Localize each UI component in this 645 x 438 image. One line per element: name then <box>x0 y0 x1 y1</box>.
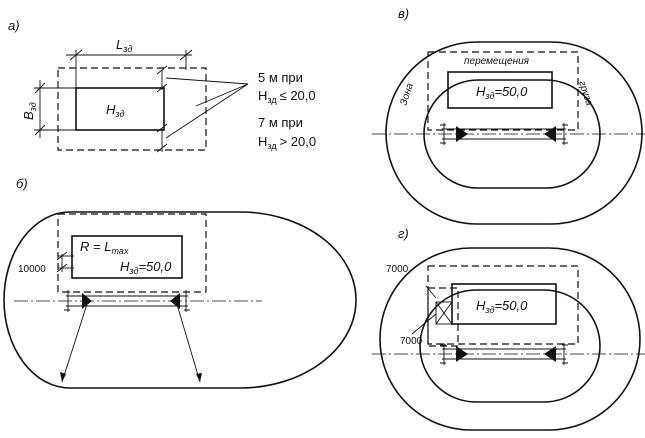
small-zone-rect <box>427 287 459 347</box>
side-dim-label: 7000 <box>400 336 423 347</box>
zone-word-1: Зона <box>398 81 416 106</box>
building-rect <box>447 71 553 109</box>
building-height-label: Hзд=50,0 <box>476 298 528 315</box>
radius-label: R = Lmax <box>80 239 129 256</box>
building-label: Hзд <box>106 102 124 119</box>
danger-zone-rect <box>57 213 207 293</box>
note-line-1: 5 м при <box>258 70 303 85</box>
note-line-3: 7 м при <box>258 115 303 130</box>
length-dim-label: Lзд <box>116 37 132 54</box>
crane-right-icon <box>544 126 556 142</box>
top-dim-label: 7000 <box>386 264 409 275</box>
crane-left-icon <box>82 293 92 309</box>
panel-b-label: б) <box>16 176 28 191</box>
outer-zone-outline <box>379 247 641 431</box>
panel-g: г) Hзд=50,0 7000 7000 <box>372 226 645 431</box>
danger-zone-rect <box>427 51 579 131</box>
panel-g-label: г) <box>398 226 409 241</box>
crane-zone-outline <box>3 211 357 389</box>
width-dim-label: Bзд <box>21 102 38 120</box>
note-line-4: Hзд> 20,0 <box>258 134 316 151</box>
panel-a-label: а) <box>8 18 20 33</box>
building-height-label: Hзд=50,0 <box>476 84 528 101</box>
building-height-label: Hзд=50,0 <box>120 259 172 276</box>
panel-b: б) R = Lmax Hзд=50,0 10000 <box>3 176 357 389</box>
outer-zone-outline <box>385 41 643 225</box>
zone-word-2: перемещения <box>464 56 530 67</box>
inner-zone-outline <box>419 289 601 403</box>
crane-left-icon <box>456 346 468 362</box>
note-line-2: Hзд≤ 20,0 <box>258 88 316 105</box>
panel-v-label: в) <box>398 6 409 21</box>
zone-word-3: груза <box>576 80 594 108</box>
offset-dim-label: 10000 <box>18 264 46 275</box>
crane-right-icon <box>170 293 180 309</box>
crane-left-icon <box>456 126 468 142</box>
danger-zone-rect <box>57 67 207 151</box>
panel-v: в) Hзд=50,0 Зона перемещения груза <box>372 6 645 225</box>
danger-zone-rect <box>427 265 579 345</box>
building-rect <box>75 87 165 131</box>
panel-a: а) Lзд Bзд Hзд 5 м при Hзд≤ 20,0 <box>8 18 316 153</box>
crane-right-icon <box>544 346 556 362</box>
building-rect <box>71 235 183 279</box>
load-box-icon <box>435 301 453 325</box>
